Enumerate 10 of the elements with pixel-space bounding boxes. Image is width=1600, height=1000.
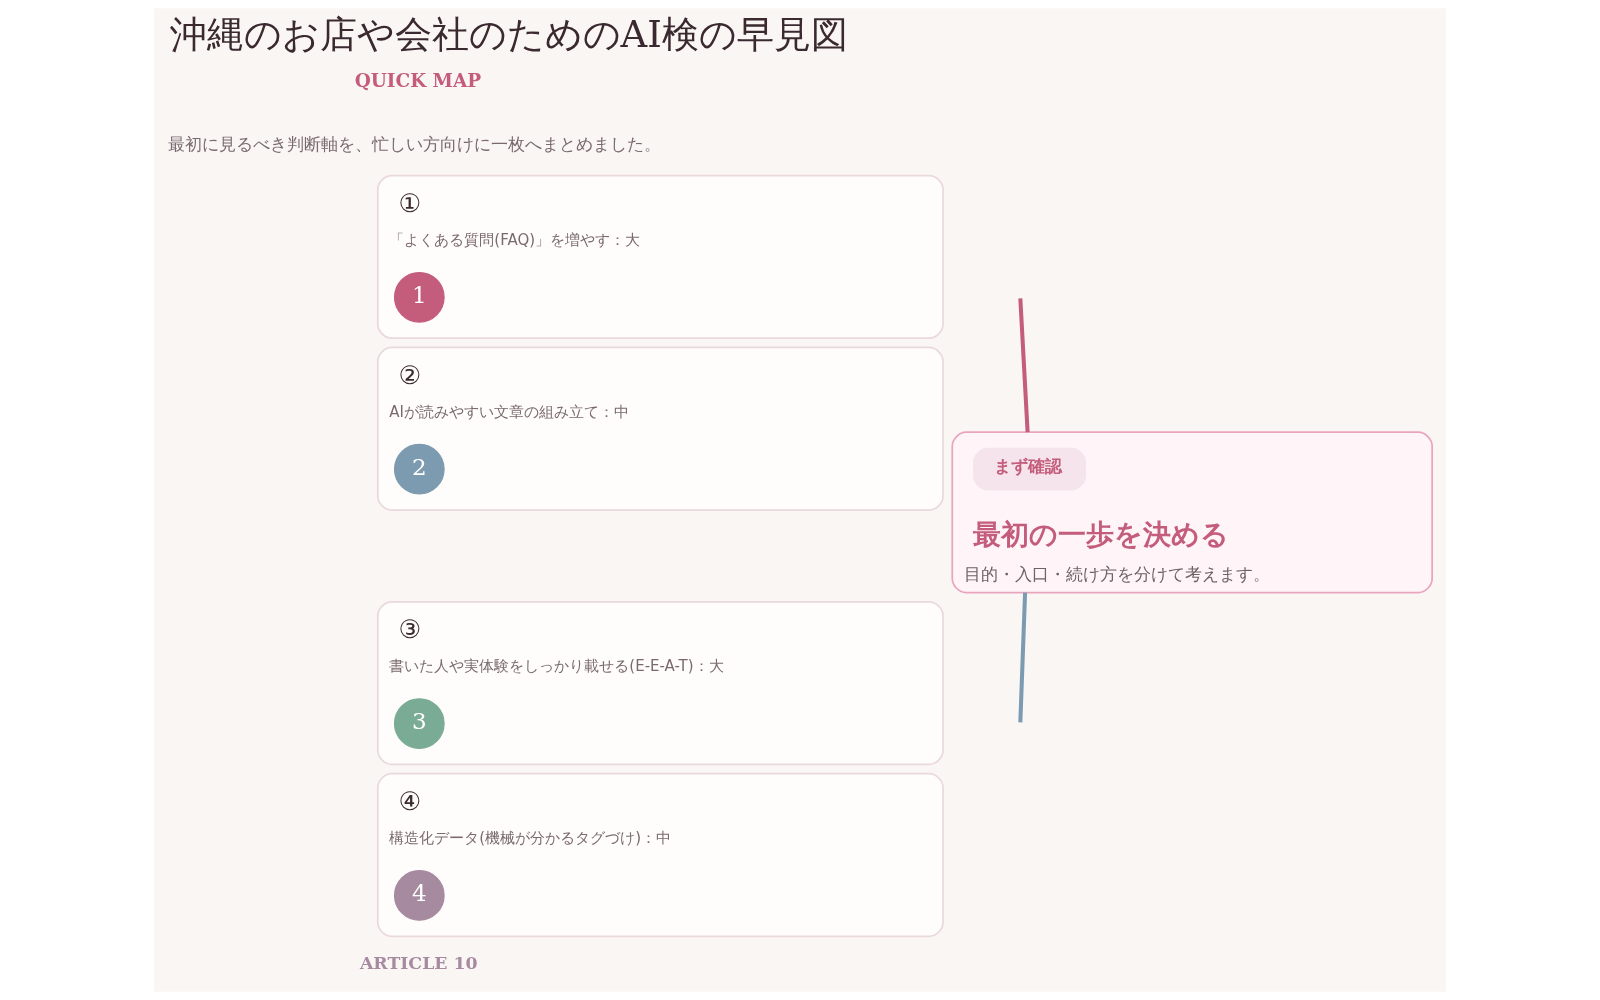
label: ARTICLE 10 [359, 953, 478, 974]
node-circle: 2 [393, 443, 445, 495]
connector [1018, 298, 1030, 433]
node-circle: 3 [393, 698, 445, 749]
node-circle: 4 [393, 870, 445, 921]
connector [1018, 592, 1028, 723]
label: 最初に見るべき判断軸を、忙しい方向けに一枚へまとめました。 [167, 133, 661, 154]
node-circle: 1 [393, 271, 445, 323]
diagram-title: 沖縄のお店や会社のためのAI検の早見図 [169, 13, 848, 57]
label: QUICK MAP [354, 69, 482, 91]
